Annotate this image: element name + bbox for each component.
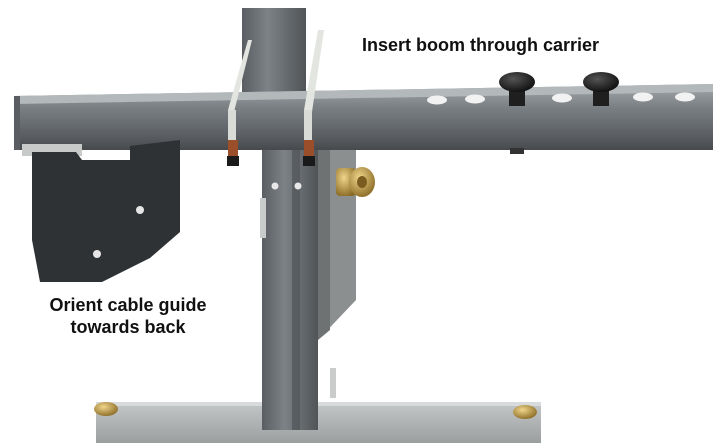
brass-clamp [336, 167, 375, 197]
boom-instruction-label: Insert boom through carrier [362, 35, 600, 55]
boom-underside-bolt [510, 148, 524, 154]
cable-guide-instruction-label: Orient cable guide towards back [36, 294, 220, 338]
cable-guide-instruction-line-1: Orient cable guide [49, 295, 207, 315]
base-foot-right [513, 405, 537, 419]
base-plate [96, 402, 541, 443]
cable-guide-instruction-line-2: towards back [70, 317, 186, 337]
boom-knob-left [499, 72, 535, 106]
post-side-latch [260, 198, 266, 238]
cable-guide-plate [22, 140, 180, 282]
carrier-bracket-right [303, 30, 324, 166]
vertical-post [242, 8, 318, 430]
boom-knob-right [583, 72, 619, 106]
boom-holes [427, 92, 695, 105]
post-lower-pin [330, 368, 336, 398]
boom-arm [14, 84, 713, 150]
post-screws [271, 182, 302, 190]
base-foot-left [94, 402, 118, 416]
carrier-bracket-left [227, 40, 252, 166]
